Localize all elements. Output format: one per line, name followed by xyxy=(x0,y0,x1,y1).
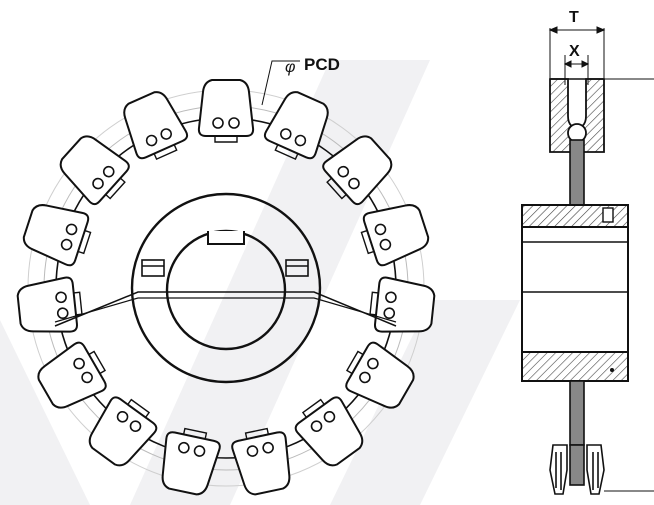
tooth-bolt-hole xyxy=(359,371,371,384)
tooth-bolt-hole xyxy=(374,223,387,236)
pcd-callout: φ PCD xyxy=(261,55,340,106)
sprocket-tooth xyxy=(322,135,393,206)
tooth-bolt-hole xyxy=(246,445,259,457)
sprocket-tooth xyxy=(88,396,158,467)
tooth-bolt-hole xyxy=(212,117,224,129)
tooth-bolt-hole xyxy=(102,165,115,178)
tooth-bolt-hole xyxy=(379,238,392,251)
plate-web-upper xyxy=(569,139,585,206)
sprocket-tooth xyxy=(197,79,255,143)
sprocket-tooth xyxy=(369,276,436,333)
split-line-lower xyxy=(54,297,397,323)
tooth-bolt-hole xyxy=(280,128,292,140)
sprocket-front-view xyxy=(16,79,436,496)
tooth-bolt-hole xyxy=(116,410,129,423)
tooth-bolt-hole xyxy=(367,357,379,370)
tooth-bolt-hole xyxy=(193,445,206,457)
dimension-x-label: X xyxy=(569,43,580,60)
tooth-bolt-hole xyxy=(262,441,274,454)
sprocket-tooth xyxy=(123,91,189,161)
sprocket-teeth xyxy=(16,79,436,496)
tooth-bolt-hole xyxy=(178,441,190,454)
tooth-bolt-hole xyxy=(129,420,142,432)
sprocket-tooth xyxy=(231,427,291,496)
tooth-bolt-hole xyxy=(65,223,78,236)
tooth-bolt-hole xyxy=(385,291,397,304)
pcd-diameter-symbol: φ xyxy=(285,59,295,76)
sprocket-tooth xyxy=(161,427,221,496)
hub-outer-circle xyxy=(130,192,322,384)
tooth-bolt-hole xyxy=(323,410,336,423)
tooth-bolt-hole xyxy=(383,307,396,320)
tooth-bolt-hole xyxy=(56,307,69,320)
dimension-t xyxy=(548,26,606,78)
sprocket-tooth xyxy=(263,91,329,161)
clamp-pocket-left xyxy=(141,259,165,277)
tooth-bolt-hole xyxy=(55,291,67,304)
plate-web-lower xyxy=(569,380,585,446)
tooth-bolt-hole xyxy=(294,134,307,147)
clamp-pocket-right xyxy=(285,259,309,277)
split-line-upper xyxy=(54,291,397,327)
sprocket-tooth xyxy=(59,135,130,206)
tooth-bolt-hole xyxy=(348,177,360,190)
sprocket-tooth xyxy=(37,341,107,409)
sprocket-tooth xyxy=(345,341,415,409)
hub-section xyxy=(521,204,629,382)
tooth-bolt-hole xyxy=(81,371,93,384)
sprocket-tooth xyxy=(294,396,364,467)
tooth-bolt-hole xyxy=(73,357,85,370)
tooth-bolt-hole xyxy=(60,238,73,251)
keyway xyxy=(207,231,245,245)
tooth-bolt-hole xyxy=(92,177,104,190)
sprocket-tooth xyxy=(360,204,430,267)
tooth-bolt-hole xyxy=(160,128,172,140)
pcd-label: PCD xyxy=(304,55,340,74)
sprocket-side-view: T X xyxy=(521,9,654,495)
tooth-bolt-hole xyxy=(337,165,350,178)
lower-tooth-section xyxy=(549,444,605,495)
tooth-bolt-hole xyxy=(228,117,240,129)
pcd-leader-line xyxy=(261,60,300,106)
tooth-bolt-hole xyxy=(145,134,158,147)
sprocket-tooth xyxy=(16,276,83,333)
sprocket-tooth xyxy=(22,204,92,267)
tooth-bolt-hole xyxy=(310,420,323,432)
dimension-t-label: T xyxy=(569,9,579,26)
